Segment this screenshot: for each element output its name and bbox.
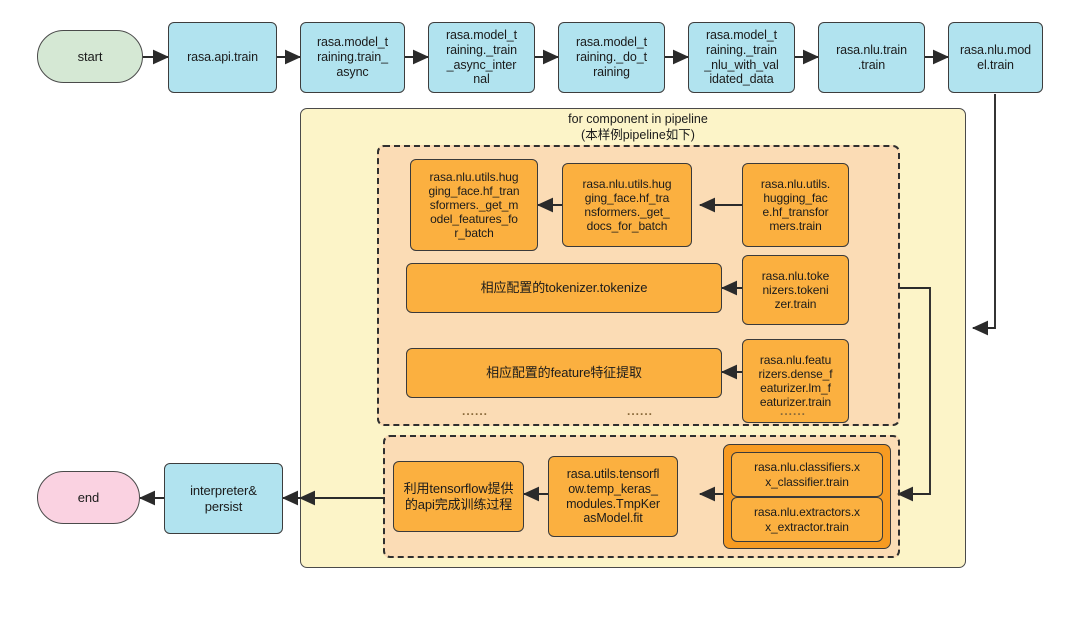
ellipsis-marker-3: ......: [780, 404, 807, 418]
node-get-docs-for-batch[interactable]: rasa.nlu.utils.hug ging_face.hf_tra nsfo…: [562, 163, 692, 247]
node-train-async-internal[interactable]: rasa.model_t raining._train _async_inter…: [428, 22, 535, 93]
node-feature-extraction-impl[interactable]: 相应配置的feature特征提取: [406, 348, 722, 398]
loop-label-line2: (本样例pipeline如下): [581, 128, 695, 143]
loop-label-line1: for component in pipeline: [568, 112, 708, 126]
loop-label: for component in pipeline (本样例pipeline如下…: [380, 111, 896, 144]
node-extractor-train[interactable]: rasa.nlu.extractors.x x_extractor.train: [731, 497, 883, 542]
ellipsis-marker-2: ......: [627, 404, 654, 418]
node-interpreter-persist[interactable]: interpreter& persist: [164, 463, 283, 534]
node-tmpkerasmodel-fit[interactable]: rasa.utils.tensorfl ow.temp_keras_ modul…: [548, 456, 678, 537]
node-classifier-train[interactable]: rasa.nlu.classifiers.x x_classifier.trai…: [731, 452, 883, 497]
node-tokenizer-tokenize-impl[interactable]: 相应配置的tokenizer.tokenize: [406, 263, 722, 313]
node-nlu-train-train[interactable]: rasa.nlu.train .train: [818, 22, 925, 93]
start-node[interactable]: start: [37, 30, 143, 83]
node-nlu-tokenizer-train[interactable]: rasa.nlu.toke nizers.tokeni zer.train: [742, 255, 849, 325]
end-node[interactable]: end: [37, 471, 140, 524]
node-nlu-model-train[interactable]: rasa.nlu.mod el.train: [948, 22, 1043, 93]
node-get-model-features-for-batch[interactable]: rasa.nlu.utils.hug ging_face.hf_tran sfo…: [410, 159, 538, 251]
node-dense-featurizer-train[interactable]: rasa.nlu.featu rizers.dense_f eaturizer.…: [742, 339, 849, 423]
node-hf-transformers-train[interactable]: rasa.nlu.utils. hugging_fac e.hf_transfo…: [742, 163, 849, 247]
node-train-async[interactable]: rasa.model_t raining.train_ async: [300, 22, 405, 93]
ellipsis-marker-1: ......: [462, 404, 489, 418]
node-tensorflow-api-training[interactable]: 利用tensorflow提供 的api完成训练过程: [393, 461, 524, 532]
node-rasa-api-train[interactable]: rasa.api.train: [168, 22, 277, 93]
node-train-nlu-with-validated-data[interactable]: rasa.model_t raining._train _nlu_with_va…: [688, 22, 795, 93]
node-do-training[interactable]: rasa.model_t raining._do_t raining: [558, 22, 665, 93]
